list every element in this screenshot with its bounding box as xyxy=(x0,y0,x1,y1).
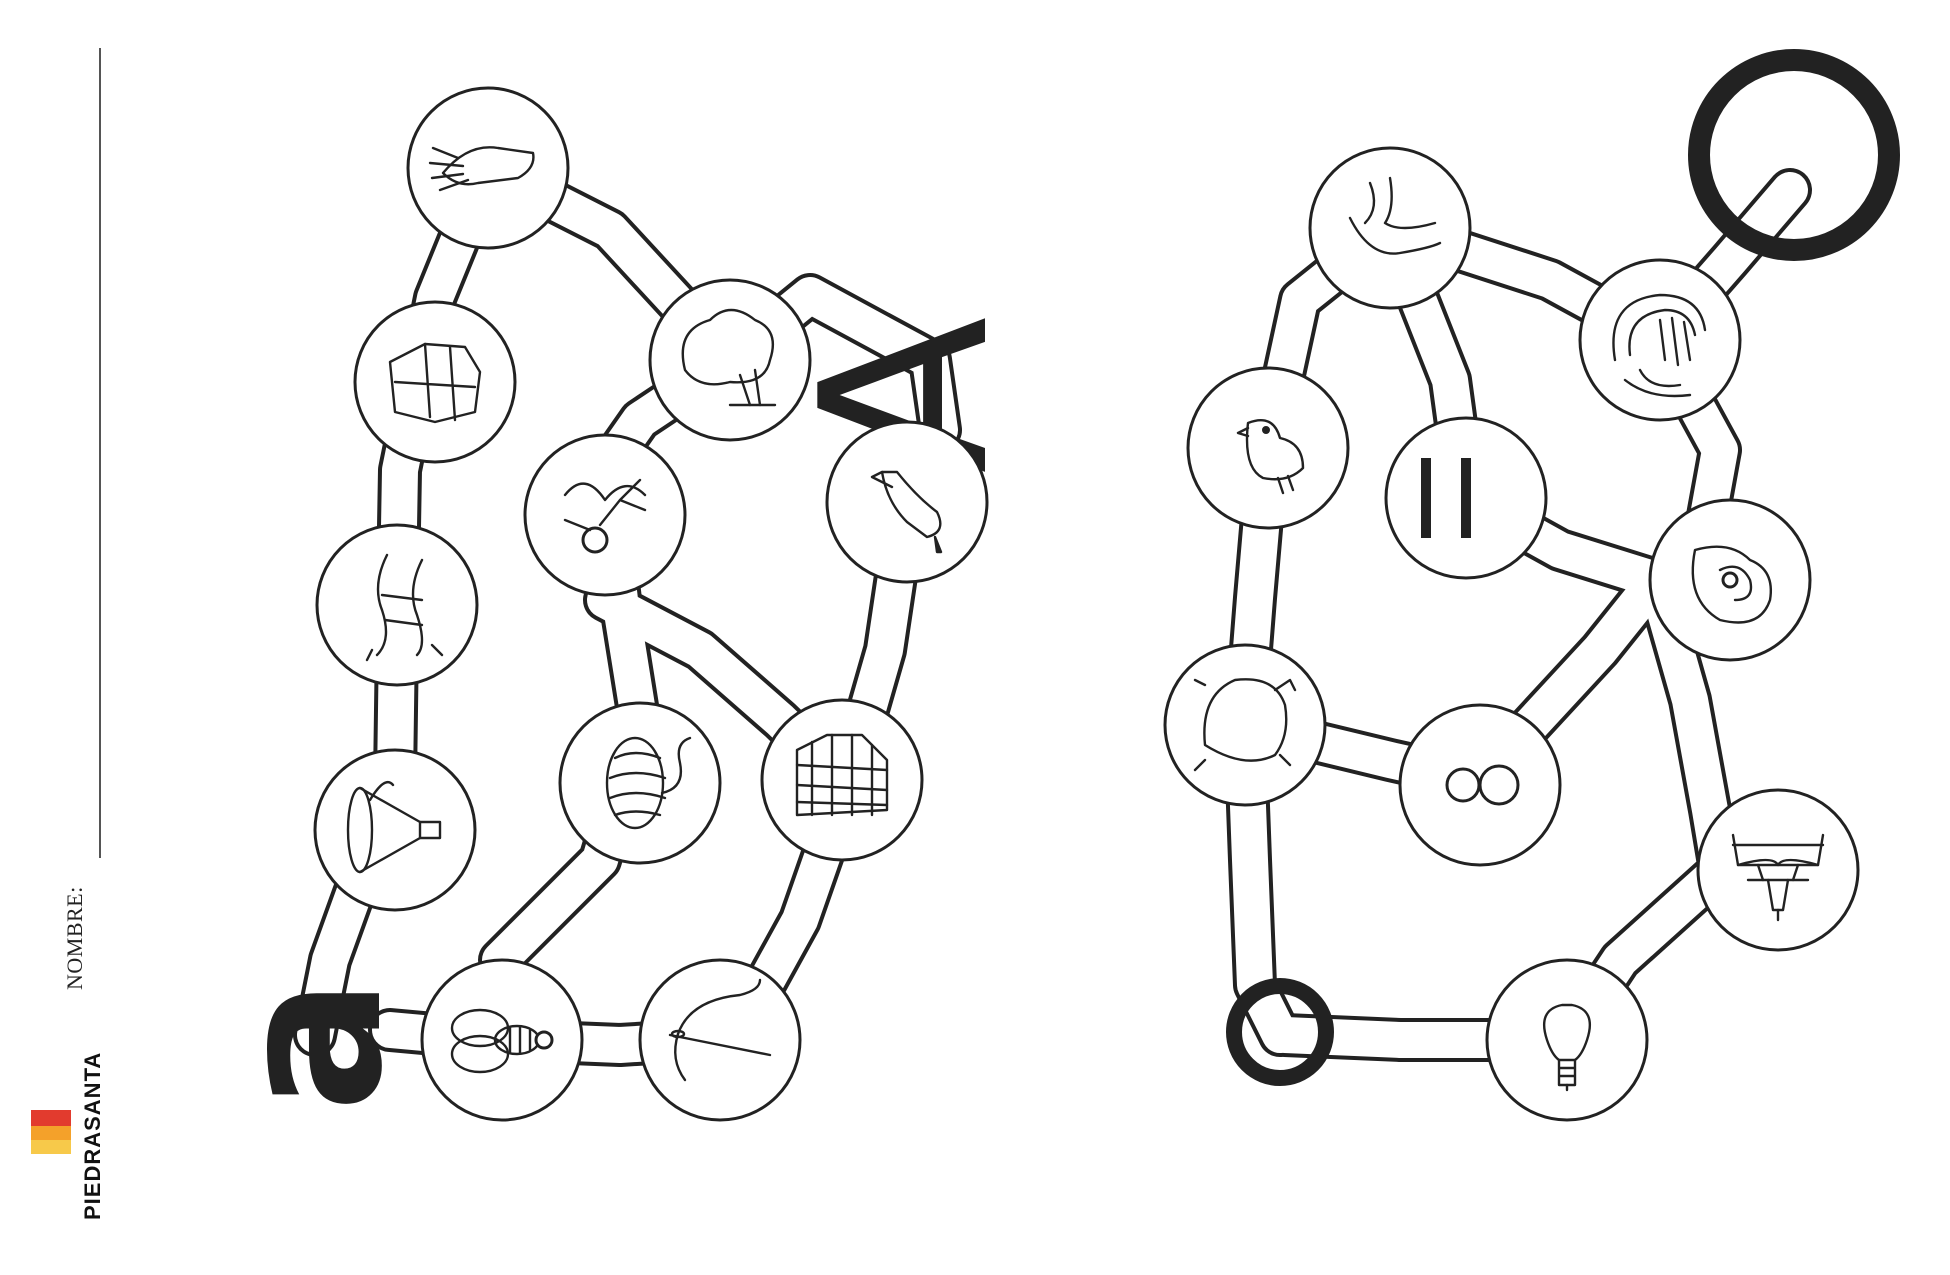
picture-bee xyxy=(420,958,584,1122)
picture-eiffel-tower xyxy=(1696,788,1860,952)
uppercase-o-text: O xyxy=(1794,154,1795,156)
wave-icon xyxy=(1612,293,1707,398)
plaid-coat-icon xyxy=(795,733,889,817)
picture-angel xyxy=(523,433,687,597)
publisher-logo xyxy=(31,1110,71,1154)
equals-icon xyxy=(1421,458,1471,538)
needle-icon xyxy=(668,978,772,1082)
picture-light-bulb xyxy=(1485,958,1649,1122)
picture-yarn xyxy=(558,701,722,865)
horse-icon xyxy=(365,553,444,662)
uppercase-o-shape xyxy=(1688,49,1900,261)
shoe-icon xyxy=(870,470,943,554)
hand-icon xyxy=(428,146,535,192)
picture-chick xyxy=(1186,366,1350,530)
maze-o: O o xyxy=(1163,49,1900,1122)
picture-equals-sign xyxy=(1384,416,1548,580)
bee-icon xyxy=(450,1008,554,1074)
lowercase-o: o xyxy=(1226,978,1334,1086)
funnel-icon xyxy=(346,780,442,874)
picture-jacket xyxy=(353,300,517,464)
picture-eight xyxy=(1398,703,1562,867)
eiffel-tower-icon xyxy=(1731,833,1825,922)
bear-icon xyxy=(1193,678,1297,772)
picture-hand xyxy=(406,86,570,250)
light-bulb-icon xyxy=(1542,1003,1592,1092)
picture-plaid-coat xyxy=(760,698,924,862)
logo-band-orange xyxy=(31,1126,71,1140)
name-line xyxy=(99,48,101,858)
angel-icon xyxy=(563,478,647,554)
elbow-icon xyxy=(1348,176,1442,255)
picture-ear xyxy=(1648,498,1812,662)
picture-wave xyxy=(1578,258,1742,422)
logo-band-red xyxy=(31,1110,71,1126)
tree-icon xyxy=(681,308,777,407)
jacket-icon xyxy=(388,342,482,424)
uppercase-o: O xyxy=(1688,49,1900,261)
eight-icon xyxy=(1445,764,1520,806)
picture-tree xyxy=(648,278,812,442)
picture-funnel xyxy=(313,748,477,912)
picture-bear xyxy=(1163,643,1327,807)
lowercase-a: a xyxy=(194,978,427,1113)
maze-a: A a xyxy=(194,86,1040,1122)
picture-elbow xyxy=(1308,146,1472,310)
ear-icon xyxy=(1691,545,1772,624)
yarn-icon xyxy=(605,736,692,830)
lowercase-o-shape xyxy=(1226,978,1334,1086)
picture-shoe xyxy=(825,420,989,584)
chick-icon xyxy=(1236,418,1305,495)
logo-band-yellow xyxy=(31,1140,71,1154)
picture-needle xyxy=(638,958,802,1122)
picture-horse xyxy=(315,523,479,687)
